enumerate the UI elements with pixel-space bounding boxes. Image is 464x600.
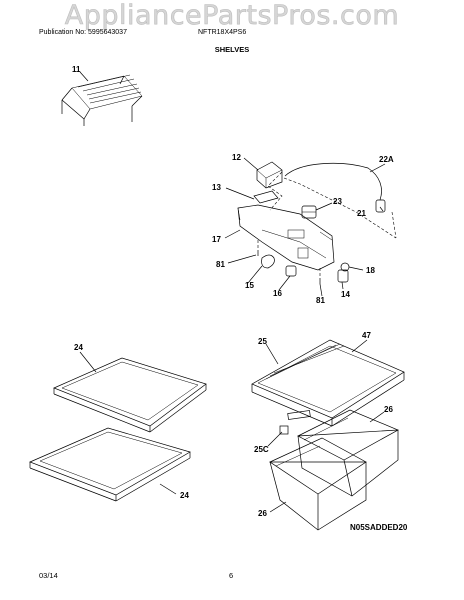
callout-81-left: 81 xyxy=(216,260,225,269)
page-number: 6 xyxy=(229,571,234,580)
callout-15: 15 xyxy=(245,281,254,290)
leader-24-bottom xyxy=(159,483,177,495)
callout-23: 23 xyxy=(333,197,342,206)
leader-lines-upper xyxy=(224,157,386,297)
callout-47: 47 xyxy=(362,331,371,340)
crisper-cover-illustration xyxy=(251,339,405,427)
crisper-drawer-right-illustration xyxy=(297,409,399,497)
wire-shelf-illustration xyxy=(61,74,143,126)
leader-lines-lower xyxy=(265,339,385,513)
light-assembly-illustration xyxy=(237,161,397,284)
callout-11: 11 xyxy=(72,65,81,74)
crisper-drawer-left-illustration xyxy=(269,437,367,531)
callout-26-right: 26 xyxy=(384,405,393,414)
callout-25: 25 xyxy=(258,337,267,346)
footer-date: 03/14 xyxy=(39,571,58,580)
model-number: NFTR18X4PS6 xyxy=(198,29,247,36)
leader-11 xyxy=(79,71,89,82)
callout-26-left: 26 xyxy=(258,509,267,518)
callout-24-bottom: 24 xyxy=(180,491,189,500)
diagram-code: N05SADDED20 xyxy=(350,523,408,532)
callout-14: 14 xyxy=(341,290,350,299)
glass-shelf-lower-illustration xyxy=(29,427,191,502)
section-title: SHELVES xyxy=(214,45,250,54)
callout-18: 18 xyxy=(366,266,375,275)
callout-12: 12 xyxy=(232,153,241,162)
callout-22a: 22A xyxy=(379,155,394,164)
callout-81-right: 81 xyxy=(316,296,325,305)
callout-16: 16 xyxy=(273,289,282,298)
publication-number: Publication No: 5995643037 xyxy=(39,29,127,36)
callout-25c: 25C xyxy=(254,445,269,454)
glass-shelf-upper-illustration xyxy=(53,357,207,433)
callout-17: 17 xyxy=(212,235,221,244)
callout-21: 21 xyxy=(357,209,366,218)
leader-24-top xyxy=(79,351,97,373)
callout-13: 13 xyxy=(212,183,221,192)
watermark: AppliancePartsPros.com xyxy=(64,0,400,31)
callout-24-top: 24 xyxy=(74,343,83,352)
